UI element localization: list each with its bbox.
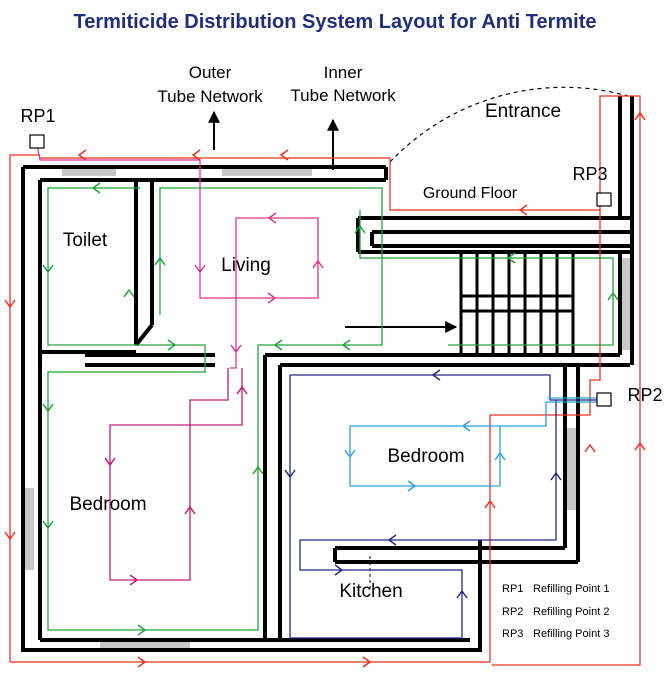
diagram-title: Termiticide Distribution System Layout f… <box>73 11 596 33</box>
windows <box>22 167 632 652</box>
kitchen-loop <box>289 374 600 639</box>
right-bedroom-loop <box>349 397 600 487</box>
living-loop <box>35 139 319 369</box>
room-label-toilet: Toilet <box>63 230 108 251</box>
entrance-label: Entrance <box>485 101 561 122</box>
room-label-bedroom-left: Bedroom <box>69 494 146 515</box>
ground-floor-label: Ground Floor <box>423 185 518 202</box>
legend-text: Refilling Point 2 <box>533 606 609 618</box>
inner-network-label-line2: Tube Network <box>290 86 396 105</box>
rp1-box <box>29 134 45 149</box>
room-label-living: Living <box>221 255 271 276</box>
kitchen-loop-arrows <box>284 369 562 599</box>
inner-tube-network <box>47 187 614 631</box>
legend-code: RP3 <box>502 628 523 640</box>
rp3-label: RP3 <box>572 164 607 184</box>
right-bedroom-loop-arrows <box>344 420 506 492</box>
legend-code: RP1 <box>502 583 523 595</box>
window <box>565 428 577 510</box>
inner-tube-arrows <box>42 182 619 636</box>
left-bedroom-loop <box>109 368 243 581</box>
outer-network-label-line2: Tube Network <box>157 87 263 106</box>
legend-code: RP2 <box>502 606 523 618</box>
outer-tube-arrows <box>4 111 646 668</box>
room-label-bedroom-right: Bedroom <box>387 446 464 467</box>
staircase <box>459 252 575 355</box>
walls <box>21 96 634 652</box>
left-bedroom-loop-arrows <box>104 385 248 586</box>
refilling-point-boxes <box>29 134 612 407</box>
legend-text: Refilling Point 3 <box>533 628 609 640</box>
rp1-label: RP1 <box>20 106 55 126</box>
outer-network-label-line1: Outer <box>189 63 232 82</box>
entrance-door-arc <box>389 86 629 163</box>
window <box>222 167 312 176</box>
window <box>620 258 632 350</box>
inner-network-label-line1: Inner <box>324 63 363 82</box>
living-loop-arrows <box>194 212 324 354</box>
window <box>62 167 116 176</box>
rp2-box <box>596 392 612 407</box>
legend: RP1 Refilling Point 1 RP2 Refilling Poin… <box>502 583 609 640</box>
room-label-kitchen: Kitchen <box>339 581 402 602</box>
legend-text: Refilling Point 1 <box>533 583 609 595</box>
rp3-box <box>596 192 612 207</box>
rp2-label: RP2 <box>627 385 662 405</box>
